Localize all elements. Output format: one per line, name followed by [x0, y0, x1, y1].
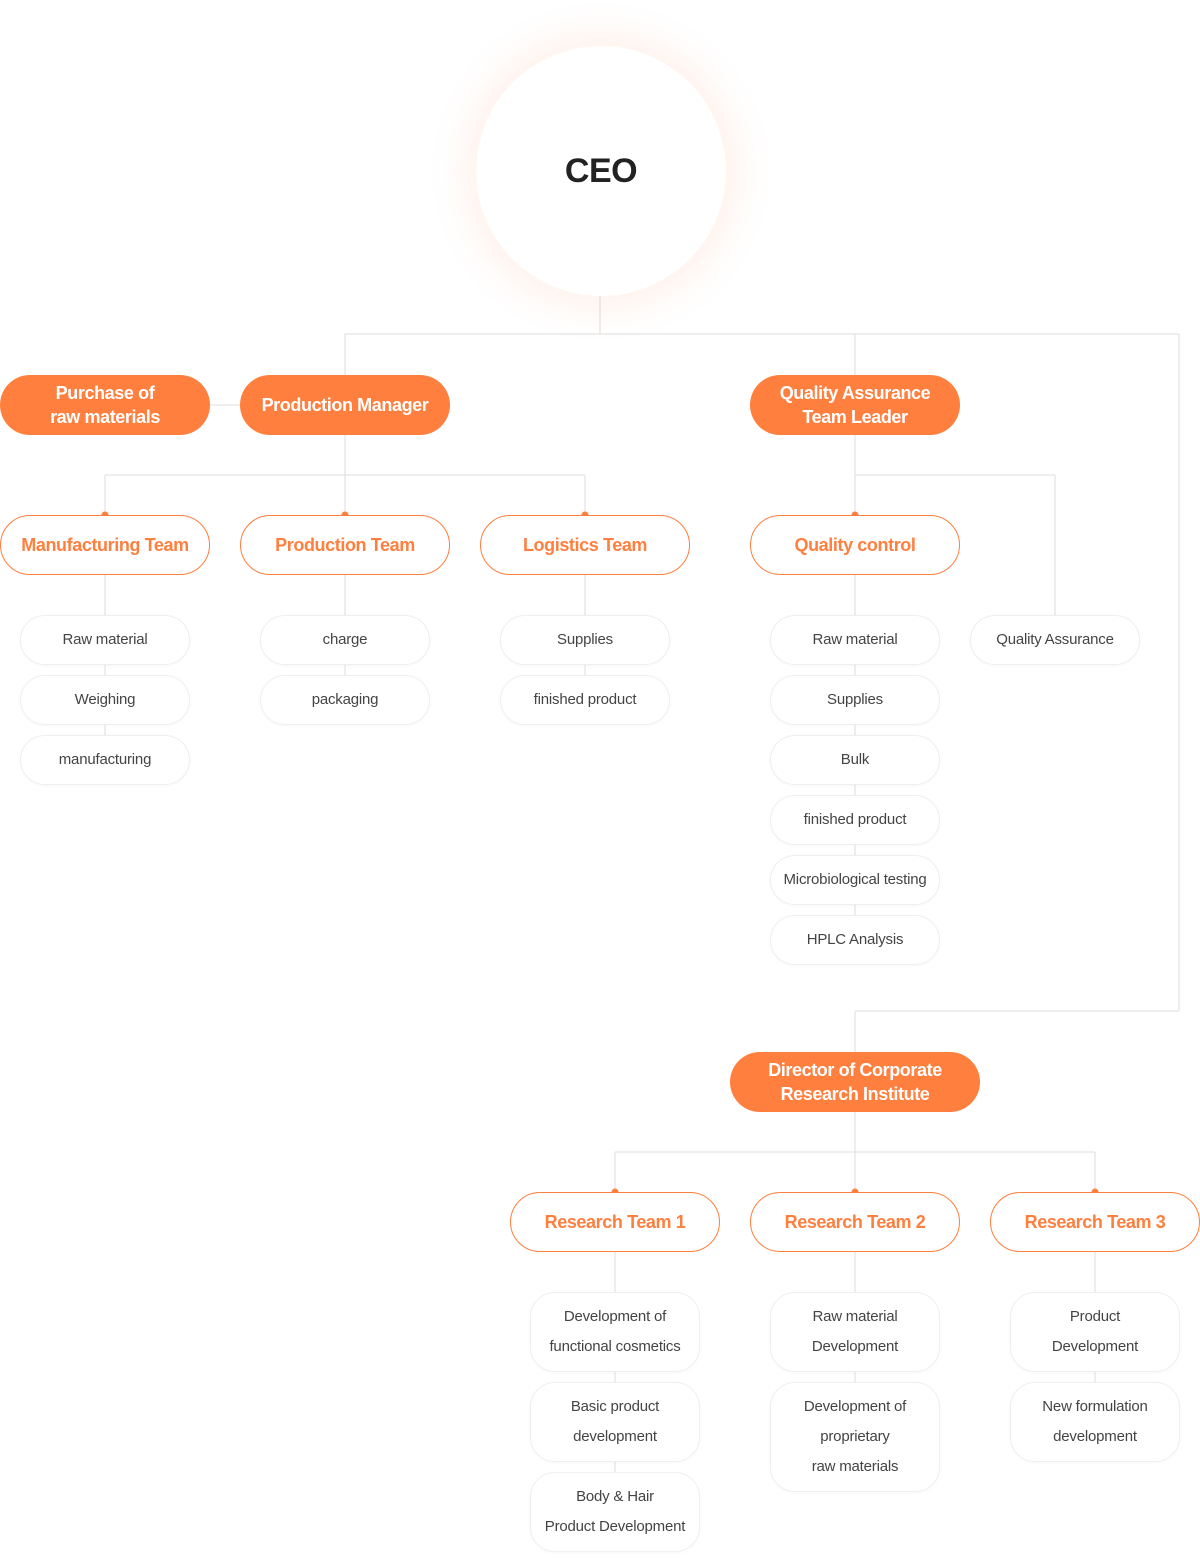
ceo-label: CEO: [564, 151, 638, 190]
purchase-raw-materials-node: Purchase of raw materials: [0, 375, 210, 435]
ceo-node: CEO: [476, 46, 726, 296]
item-label: Quality Assurance: [996, 631, 1114, 648]
item-label: Bulk: [840, 751, 870, 768]
research-team-3-label: Research Team 3: [1024, 1212, 1166, 1232]
item-label: Microbiological testing: [783, 871, 927, 888]
director-label-line2: Research Institute: [780, 1084, 930, 1104]
list-item: Microbiological testing: [770, 855, 940, 905]
research-team-1-label: Research Team 1: [544, 1212, 686, 1232]
quality-control-node: Quality control: [750, 515, 960, 575]
list-item: Supplies: [770, 675, 940, 725]
list-item: HPLC Analysis: [770, 915, 940, 965]
item-label: packaging: [311, 691, 379, 708]
item-label: Weighing: [74, 691, 136, 708]
production-manager-label: Production Manager: [261, 395, 429, 415]
item-label: finished product: [803, 811, 907, 828]
research-team-1-node: Research Team 1: [510, 1192, 720, 1252]
list-item: Raw material: [20, 615, 190, 665]
item-label-line: Product Development: [544, 1518, 686, 1535]
item-label-line: functional cosmetics: [549, 1338, 681, 1355]
list-item: Supplies: [500, 615, 670, 665]
item-label-line: raw materials: [811, 1458, 899, 1475]
production-manager-node: Production Manager: [240, 375, 450, 435]
logistics-team-node: Logistics Team: [480, 515, 690, 575]
qa-leader-label-line1: Quality Assurance: [779, 383, 931, 403]
list-item: New formulation development: [1010, 1382, 1180, 1462]
research-team-2-node: Research Team 2: [750, 1192, 960, 1252]
item-label-line: development: [573, 1428, 657, 1445]
item-label: manufacturing: [58, 751, 152, 768]
list-item: Development of proprietary raw materials: [770, 1382, 940, 1492]
item-label: Supplies: [557, 631, 613, 648]
qa-team-leader-node: Quality Assurance Team Leader: [750, 375, 960, 435]
purchase-label-line2: raw materials: [50, 407, 160, 427]
item-label-line: Raw material: [812, 1308, 898, 1325]
list-item: Development of functional cosmetics: [530, 1292, 700, 1372]
list-item: Raw material: [770, 615, 940, 665]
list-item: Raw material Development: [770, 1292, 940, 1372]
item-label: HPLC Analysis: [806, 931, 904, 948]
list-item: Bulk: [770, 735, 940, 785]
item-label: finished product: [533, 691, 637, 708]
item-label-line: New formulation: [1042, 1398, 1148, 1415]
item-label: Raw material: [62, 631, 148, 648]
list-item: Product Development: [1010, 1292, 1180, 1372]
list-item: finished product: [500, 675, 670, 725]
research-team-2-label: Research Team 2: [784, 1212, 926, 1232]
quality-control-label: Quality control: [794, 535, 916, 555]
list-item: finished product: [770, 795, 940, 845]
item-label: charge: [322, 631, 368, 648]
qa-leader-label-line2: Team Leader: [802, 407, 908, 427]
item-label-line: Development of: [803, 1398, 907, 1415]
item-label-line: Development of: [563, 1308, 667, 1325]
quality-assurance-item: Quality Assurance: [970, 615, 1140, 665]
manufacturing-team-label: Manufacturing Team: [21, 535, 189, 555]
item-label-line: Basic product: [570, 1398, 660, 1415]
research-director-node: Director of Corporate Research Institute: [730, 1052, 980, 1112]
production-team-label: Production Team: [275, 535, 415, 555]
list-item: manufacturing: [20, 735, 190, 785]
list-item: Body & Hair Product Development: [530, 1472, 700, 1552]
research-team-3-node: Research Team 3: [990, 1192, 1200, 1252]
list-item: packaging: [260, 675, 430, 725]
list-item: Basic product development: [530, 1382, 700, 1462]
director-label-line1: Director of Corporate: [768, 1060, 942, 1080]
production-team-node: Production Team: [240, 515, 450, 575]
item-label-line: Product: [1069, 1308, 1121, 1325]
manufacturing-team-node: Manufacturing Team: [0, 515, 210, 575]
purchase-label-line1: Purchase of: [55, 383, 155, 403]
item-label-line: proprietary: [820, 1428, 890, 1445]
list-item: Weighing: [20, 675, 190, 725]
item-label: Raw material: [812, 631, 898, 648]
logistics-team-label: Logistics Team: [522, 535, 648, 555]
list-item: charge: [260, 615, 430, 665]
item-label-line: Development: [811, 1338, 899, 1355]
item-label-line: development: [1053, 1428, 1137, 1445]
item-label-line: Development: [1051, 1338, 1139, 1355]
item-label: Supplies: [827, 691, 883, 708]
item-label-line: Body & Hair: [576, 1488, 654, 1505]
